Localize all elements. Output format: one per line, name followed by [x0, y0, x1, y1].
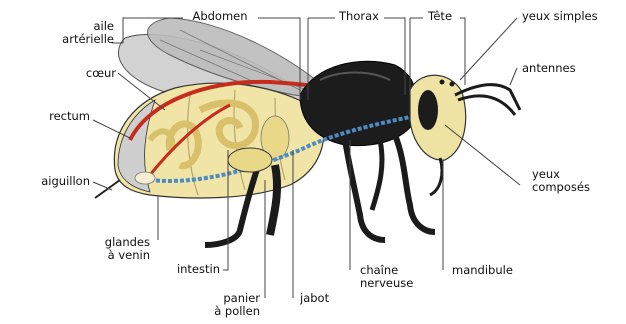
label-coeur: cœur — [60, 67, 116, 80]
label-aile-arterielle: aile artérielle — [58, 20, 114, 46]
label-intestin: intestin — [160, 263, 220, 276]
stinger — [95, 180, 120, 198]
label-aiguillon: aiguillon — [20, 175, 90, 188]
label-abdomen: Abdomen — [180, 10, 260, 23]
compound-eye — [418, 90, 438, 130]
label-chaine-nerveuse: chaîne nerveuse — [360, 264, 413, 290]
label-tete: Tête — [420, 10, 460, 23]
label-thorax: Thorax — [333, 10, 385, 23]
head-shape — [410, 75, 466, 160]
label-panier-a-pollen: panier à pollen — [200, 292, 260, 318]
label-jabot: jabot — [300, 292, 329, 305]
label-yeux-composes: yeux composés — [532, 168, 590, 194]
thorax-shape — [300, 61, 417, 145]
label-yeux-simples: yeux simples — [522, 10, 598, 23]
label-glandes-a-venin: glandes à venin — [82, 236, 150, 262]
label-antennes: antennes — [522, 62, 576, 75]
label-mandibule: mandibule — [452, 264, 513, 277]
label-rectum: rectum — [30, 110, 90, 123]
